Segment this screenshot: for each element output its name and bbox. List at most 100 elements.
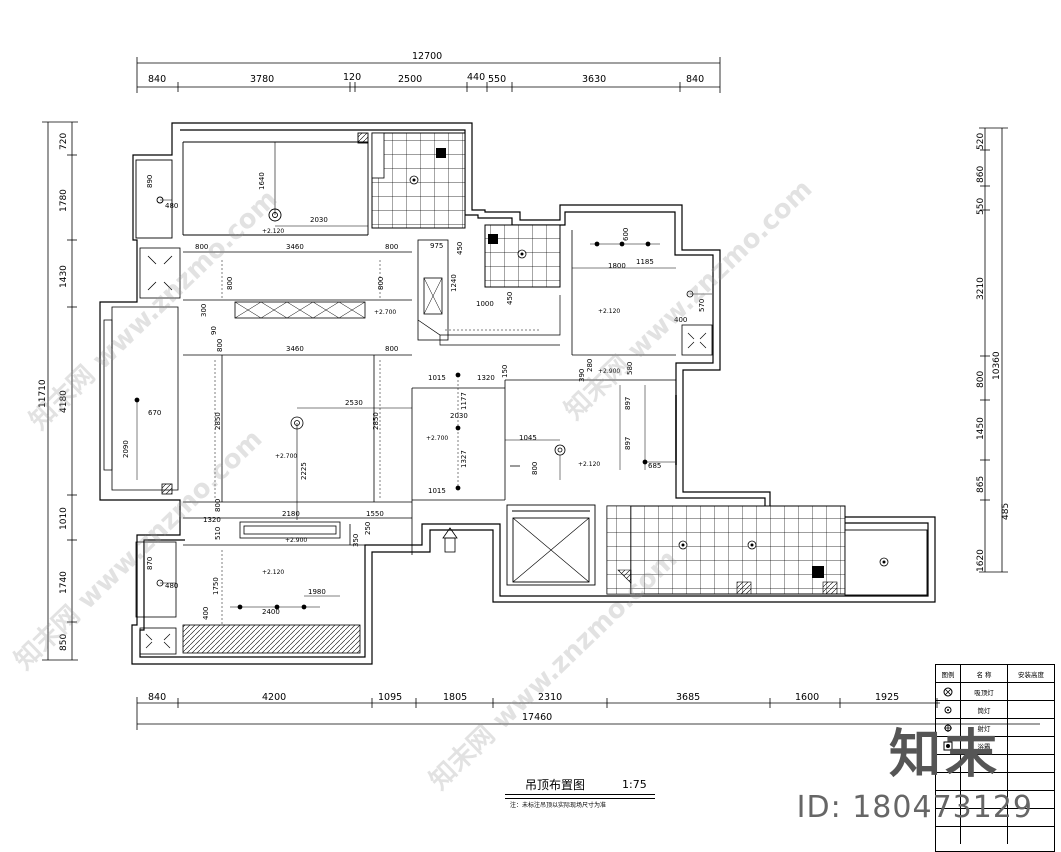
bed1-height: 1640 [258,172,266,190]
south-balcony [606,505,928,596]
legend-name: 筒灯 [961,701,1008,718]
drawing-scale: 1:75 [622,778,647,791]
dim-left-5: 1740 [59,571,69,594]
legend-row: 浴霸 [936,737,1054,755]
mid1-2: 800 [385,243,398,251]
kit-2: 1185 [636,258,654,266]
ceil-label-a: +2.120 [262,228,284,235]
second-bath [484,224,561,288]
liv-d3: 1550 [366,510,384,518]
dim-right-7: 1620 [976,549,986,572]
spotlight-icon [936,719,961,736]
dining-5: 1327 [460,450,468,468]
legend-row: 吸顶灯 [936,683,1054,701]
legend-row [936,791,1054,809]
elevator-shaft [506,504,596,586]
dining-8: 800 [531,462,539,475]
legend-table: 图例 名 称 安装高度 吸顶灯 筒灯 射灯 浴霸 [935,664,1055,852]
dining-0: 1015 [428,374,446,382]
dining-6: 1015 [428,487,446,495]
kit-9: 570 [698,299,706,312]
dim-top-3: 2500 [398,74,422,85]
liv-d1: 800 [214,499,222,512]
drawing-title: 吊顶布置图 [525,778,586,792]
top-dimensions [136,57,721,93]
dim-top-2: 120 [343,72,361,83]
liv-d2: 2180 [282,510,300,518]
legend-name: 吸顶灯 [961,683,1008,700]
legend-header-0: 图例 [936,665,961,682]
dim-right-4: 800 [976,371,986,388]
dim-right-0: 520 [976,133,986,150]
legend-row: 射灯 [936,719,1054,737]
legend-row [936,755,1054,773]
brand-watermark: 知末 [888,725,1001,785]
dining-4: 1177 [460,392,468,410]
liv-d7: 250 [364,522,372,535]
dim-bottom-total: 17460 [522,712,552,723]
dim-top-5: 550 [488,74,506,85]
mid1-1: 3460 [286,243,304,251]
mid-v1: 800 [226,277,234,290]
dim-right-1: 860 [976,166,986,183]
bath-heater-icon [936,737,961,754]
kit-4: 280 [586,359,594,372]
mid-v5: 800 [216,339,224,352]
hall-2: 1000 [476,300,494,308]
bed3-2: 1750 [212,577,220,595]
dim-right-2: 550 [976,198,986,215]
master-bath [371,132,466,229]
kit-10: 400 [674,316,687,324]
hall-0: 975 [430,242,443,250]
ceil-label-h: +2.120 [578,461,600,468]
dim-bottom-4: 2310 [538,692,562,703]
mid-v4: 90 [210,326,218,335]
legend-header-1: 名 称 [961,665,1008,682]
kit-0: 600 [622,228,630,241]
win1-b: 480 [165,202,178,210]
ceil-label-i: +2.120 [262,569,284,576]
bay-b: 2090 [122,440,130,458]
liv-h: 2850 [214,412,222,430]
bed3-5: 400 [202,607,210,620]
mid2-2: 800 [385,345,398,353]
dim-bottom-1: 4200 [262,692,286,703]
downlight-icon [936,701,961,718]
dim-top-1: 3780 [250,74,274,85]
dining-1: 1320 [477,374,495,382]
title-underline [505,794,655,795]
dining-7: 1045 [519,434,537,442]
dim-right-5: 1450 [976,417,986,440]
dim-left-2: 1430 [59,265,69,288]
dim-bottom-7: 1925 [875,692,899,703]
dim-left-3: 4180 [59,390,69,413]
ceil-label-b: +2.700 [374,309,396,316]
right-dimensions [979,127,1008,573]
legend-name: 射灯 [961,719,1008,736]
left-dimensions [42,121,78,661]
ceiling-light-icon [936,683,961,700]
dim-top-0: 840 [148,74,166,85]
bed3-0: 870 [146,557,154,570]
dim-bottom-6: 1600 [795,692,819,703]
living-room [103,306,412,545]
dim-right-total-b: 485 [1001,503,1011,520]
liv-d4: 1320 [203,516,221,524]
mid-v6: 1240 [450,274,458,292]
ceil-label-e: +2.700 [426,435,448,442]
liv-d6: 350 [352,534,360,547]
dim-right-total-a: 10360 [992,351,1002,380]
bay-a: 670 [148,409,161,417]
hall-1: 450 [456,242,464,255]
title-underline-thin [505,798,655,799]
bedroom-3 [135,541,365,655]
liv-w: 2530 [345,399,363,407]
bottom-dimensions [136,697,1040,730]
ceil-label-f: +2.120 [598,308,620,315]
outer-walls [99,122,936,665]
dining-area [411,372,676,555]
mid1-0: 800 [195,243,208,251]
mid-v3: 300 [200,304,208,317]
dim-right-6: 865 [976,476,986,493]
